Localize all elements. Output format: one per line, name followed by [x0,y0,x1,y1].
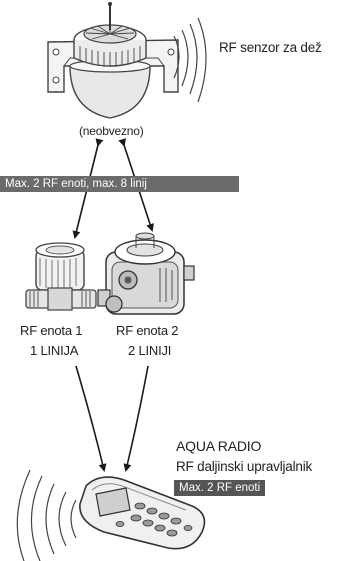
unit-2-lines: 2 LINIJI [128,343,172,358]
dual-line-controller-icon [97,232,195,315]
remote-control-icon [16,469,206,561]
rf-link-arrows-bottom [75,365,149,472]
rain-sensor-icon [47,2,207,119]
remote-name: AQUA RADIO [176,438,262,454]
unit-2-title: RF enota 2 [116,323,179,338]
optional-note: (neobvezno) [79,124,144,138]
unit-1-lines: 1 LINIJA [30,343,79,358]
unit-1-title: RF enota 1 [20,323,83,338]
rain-sensor-label: RF senzor za dež [219,40,322,55]
single-line-valve-icon [25,242,97,311]
remote-limit-badge: Max. 2 RF enoti [174,480,266,496]
remote-description: RF daljinski upravljalnik [176,459,313,474]
link-limit-banner: Max. 2 RF enoti, max. 8 linij [0,176,239,192]
